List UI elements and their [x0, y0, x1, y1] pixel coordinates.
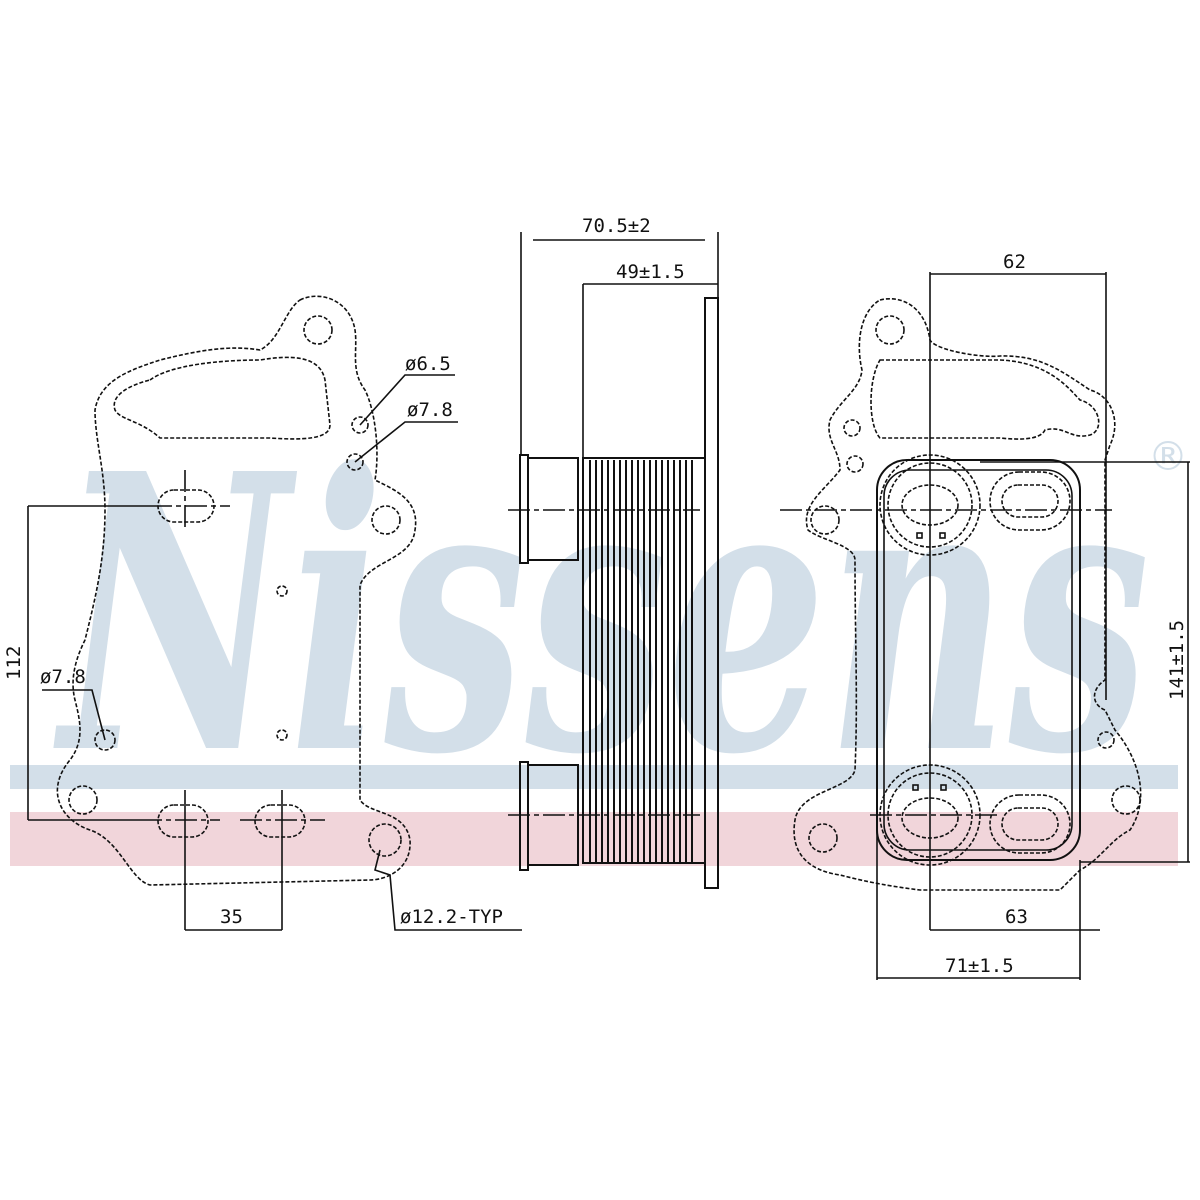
dim-hole-7-8-left: ø7.8: [40, 666, 86, 688]
mount-hole-12-2: [368, 823, 402, 857]
dim-hole-7-8-top: ø7.8: [407, 399, 453, 421]
rear-bottom-right-bolt: [1111, 785, 1141, 815]
plate-stack-core: [582, 457, 706, 864]
dim-height-141: 141±1.5: [1166, 620, 1188, 700]
lower-port-middle: [887, 772, 973, 858]
hole-7-8-left: [94, 729, 116, 751]
watermark-pink-band: [10, 812, 1178, 866]
rear-bottom-left-bolt: [808, 823, 838, 853]
bottom-left-bolt-hole: [68, 785, 98, 815]
registered-mark-icon: ®: [1148, 434, 1188, 480]
small-hole-lower: [276, 729, 288, 741]
rear-hole-right: [1097, 731, 1115, 749]
cooling-fins: [589, 460, 693, 862]
side-view: 70.5±2 49±1.5: [508, 215, 719, 889]
rear-hole-2: [846, 455, 864, 473]
flange-outline: [56, 295, 417, 886]
dim-core-depth: 49±1.5: [616, 261, 685, 283]
side-bolt-hole: [371, 505, 401, 535]
rear-top-bolt-hole: [875, 315, 905, 345]
dim-mount-hole: ø12.2-TYP: [400, 906, 503, 928]
upper-port-middle: [887, 462, 973, 548]
rear-hole-1: [843, 419, 861, 437]
lower-oval-port: [989, 794, 1071, 854]
dim-top-width-62: 62: [1003, 251, 1026, 273]
dim-core-width-71: 71±1.5: [945, 955, 1014, 977]
right-view: 62 141±1.5 63 71±1.5: [780, 251, 1190, 980]
rear-core-inner: [883, 469, 1073, 851]
left-view: 112 35 ø6.5 ø7.8 ø7.8 ø12.2-TYP: [3, 295, 522, 931]
port-upper-flange: [519, 454, 529, 564]
dim-port-spacing-63: 63: [1005, 906, 1028, 928]
dim-overall-depth: 70.5±2: [582, 215, 651, 237]
dim-hole-6-5: ø6.5: [405, 353, 451, 375]
hole-6-5: [351, 416, 369, 434]
dim-height-112: 112: [3, 646, 25, 680]
dim-spacing-35: 35: [220, 906, 243, 928]
small-hole-upper: [276, 585, 288, 597]
rear-side-bolt-hole: [810, 505, 840, 535]
rear-core-body: [876, 459, 1081, 861]
watermark-blue-band: [10, 765, 1178, 789]
flange-inner-slot: [113, 356, 331, 440]
slot-hole-bottom-1: [157, 804, 209, 838]
hole-7-8-top: [346, 453, 364, 471]
upper-oval-port: [989, 471, 1071, 531]
slot-hole-bottom-2: [254, 804, 306, 838]
rear-flange-outline: [793, 298, 1142, 891]
rear-inner-slot: [870, 359, 1100, 440]
top-bolt-hole: [303, 315, 333, 345]
port-lower-flange: [519, 761, 529, 871]
